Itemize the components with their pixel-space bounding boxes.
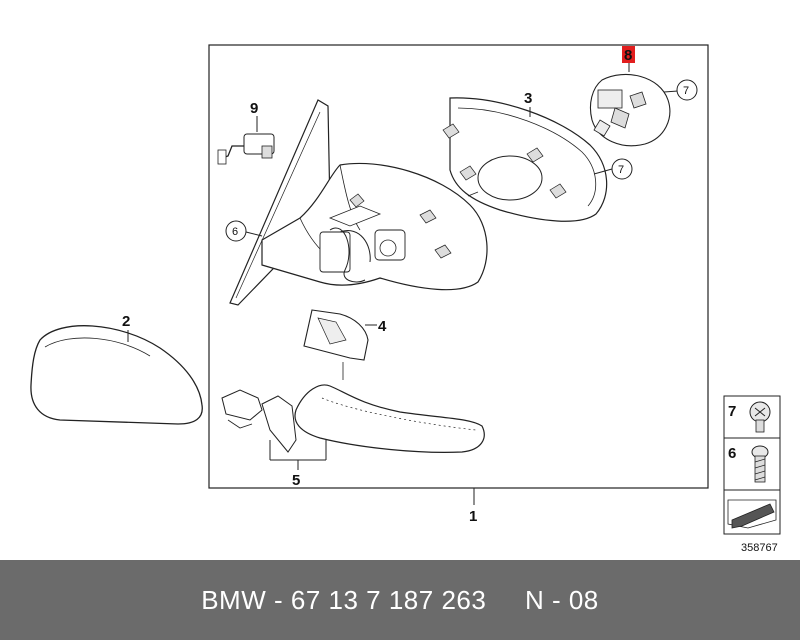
turn-signal-part	[294, 384, 485, 453]
legend-label-6: 6	[728, 445, 736, 462]
parts-diagram: 1 2 6 9	[30, 44, 781, 554]
connector-part	[217, 116, 275, 165]
bracket-part	[303, 309, 377, 380]
part-number: BMW - 67 13 7 187 263	[201, 584, 487, 615]
diagram-number: 358767	[741, 542, 778, 554]
label-7a: 7	[683, 85, 689, 97]
callout-7a	[676, 79, 698, 101]
assembly-frame	[208, 44, 709, 489]
legend-label-7: 7	[728, 403, 736, 420]
mirror-housing	[261, 162, 488, 291]
label-8: 8	[624, 47, 632, 64]
motor-part	[589, 63, 671, 147]
leader-7a	[663, 90, 679, 93]
footer-text: BMW - 67 13 7 187 263 N - 08	[201, 585, 599, 616]
highlight-8	[622, 46, 635, 63]
label-4: 4	[378, 318, 387, 335]
callout-6	[225, 220, 247, 242]
callout-7b	[611, 158, 633, 180]
leader-7b	[593, 168, 613, 175]
mirror-glass-part	[229, 99, 331, 306]
label-5: 5	[292, 472, 300, 489]
clip-bracket-part	[221, 389, 327, 470]
label-6: 6	[232, 226, 238, 238]
label-9: 9	[250, 100, 258, 117]
mirror-cap-part	[30, 325, 203, 425]
label-1: 1	[469, 508, 477, 525]
label-3: 3	[524, 90, 532, 107]
glass-plate-part	[442, 97, 608, 222]
label-2: 2	[122, 313, 130, 330]
label-7b: 7	[618, 164, 624, 176]
hardware-legend	[723, 395, 781, 535]
part-number-footer: BMW - 67 13 7 187 263 N - 08	[0, 560, 800, 640]
position-code: N - 08	[524, 584, 599, 615]
